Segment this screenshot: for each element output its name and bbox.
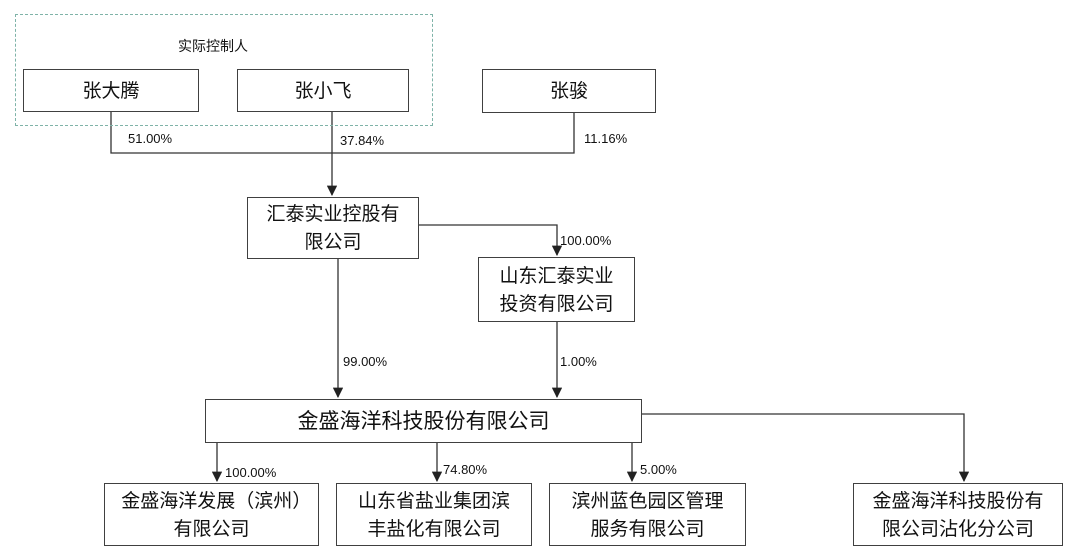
edge-zdt-huitai xyxy=(110,112,575,154)
label-sdht-jsh-share: 1.00% xyxy=(560,354,597,369)
label-jsh-c2-share: 74.80% xyxy=(443,462,488,477)
controller-group-frame xyxy=(15,14,433,126)
node-sub-jinsheng-binzhou[interactable]: 金盛海洋发展（滨州）有限公司 xyxy=(104,483,319,546)
controller-group-label: 实际控制人 xyxy=(178,39,248,55)
edge-jsh-c4 xyxy=(642,413,970,483)
label-jsh-c1-share: 100.00% xyxy=(225,465,277,480)
label-jsh-c3-share: 5.00% xyxy=(640,462,677,477)
label-huitai-sdht-share: 100.00% xyxy=(560,233,612,248)
node-sub-blue-park[interactable]: 滨州蓝色园区管理服务有限公司 xyxy=(549,483,746,546)
node-shandong-huitai[interactable]: 山东汇泰实业投资有限公司 xyxy=(478,257,635,322)
node-zhang-jun[interactable]: 张骏 xyxy=(482,69,656,113)
node-huitai-holdings[interactable]: 汇泰实业控股有限公司 xyxy=(247,197,419,259)
node-sub-binfeng-salt[interactable]: 山东省盐业集团滨丰盐化有限公司 xyxy=(336,483,532,546)
node-sub-zhanhua-branch[interactable]: 金盛海洋科技股份有限公司沾化分公司 xyxy=(853,483,1063,546)
label-zxf-share: 37.84% xyxy=(340,133,385,148)
node-jinsheng-marine[interactable]: 金盛海洋科技股份有限公司 xyxy=(205,399,642,443)
edge-huitai-sdht xyxy=(419,224,563,257)
label-zdt-share: 51.00% xyxy=(128,131,173,146)
label-huitai-jsh-share: 99.00% xyxy=(343,354,388,369)
label-zj-share: 11.16% xyxy=(584,131,628,146)
node-zhang-xiaofei[interactable]: 张小飞 xyxy=(237,69,409,112)
node-zhang-dateng[interactable]: 张大腾 xyxy=(23,69,199,112)
